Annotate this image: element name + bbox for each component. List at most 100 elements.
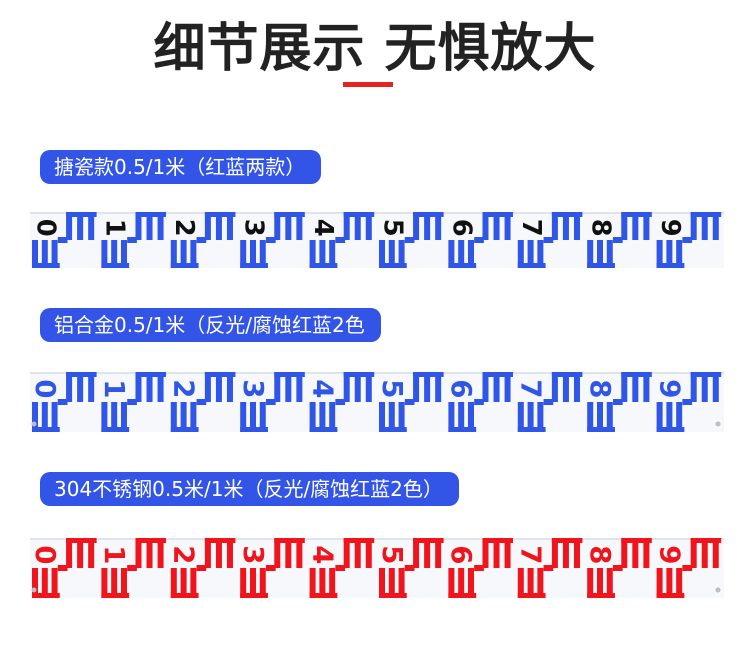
e-mark-tooth — [413, 212, 420, 240]
e-mark-tooth — [285, 212, 292, 240]
ruler-segment-6: 6 — [445, 538, 514, 598]
e-mark-tooth — [365, 212, 372, 240]
e-mark-tooth — [573, 538, 580, 568]
e-mark-tooth — [170, 240, 177, 268]
e-mark-tooth — [467, 402, 474, 432]
e-mark-link — [335, 565, 346, 571]
e-mark-tooth — [249, 240, 256, 268]
e-mark-tooth — [621, 372, 628, 402]
e-mark-tooth — [587, 402, 594, 432]
e-mark-link — [474, 565, 484, 571]
e-mark-tooth — [656, 568, 663, 598]
e-mark-tooth — [527, 240, 534, 268]
e-mark-tooth — [458, 240, 465, 268]
e-mark-tooth — [666, 240, 673, 268]
ruler-numeral: 0 — [30, 545, 62, 564]
e-mark-tooth — [329, 402, 336, 432]
e-mark-tooth — [170, 568, 177, 598]
e-mark-tooth — [643, 212, 650, 240]
e-mark-tooth — [448, 402, 455, 432]
e-mark-tooth — [66, 538, 73, 568]
e-mark-link — [682, 237, 693, 243]
ruler-numeral: 1 — [100, 219, 130, 237]
e-mark-tooth — [285, 372, 292, 402]
e-mark-tooth — [32, 568, 38, 598]
rivet-hole — [715, 421, 721, 427]
e-mark-link — [196, 237, 207, 243]
ruler-numeral: 5 — [376, 379, 409, 398]
e-mark-tooth — [458, 402, 465, 432]
ruler-segment-0: 0 — [30, 538, 97, 598]
e-mark-tooth — [712, 212, 719, 240]
e-mark-link — [404, 565, 415, 571]
e-mark-tooth — [482, 538, 489, 568]
e-mark-tooth — [101, 240, 108, 268]
ruler-label-steel: 304不锈钢0.5米/1米（反光/腐蚀红蓝2色） — [40, 472, 459, 506]
ruler-segment-7: 7 — [516, 212, 583, 268]
e-mark-tooth — [527, 402, 534, 432]
e-mark-link — [57, 565, 68, 571]
ruler-segment-2: 2 — [168, 372, 236, 432]
e-mark-tooth — [493, 538, 500, 568]
e-mark-tooth — [259, 402, 266, 432]
e-mark-tooth — [712, 372, 719, 402]
ruler-segment-0: 0 — [30, 212, 97, 268]
e-mark-tooth — [379, 568, 385, 598]
e-mark-tooth — [101, 568, 108, 598]
e-mark-tooth — [274, 212, 281, 240]
e-mark-link — [612, 565, 623, 571]
ruler-segment-6: 6 — [447, 212, 514, 268]
e-mark-tooth — [562, 372, 569, 402]
e-mark-tooth — [77, 372, 84, 402]
ruler-numeral: 2 — [168, 545, 201, 564]
e-mark-tooth — [111, 568, 118, 598]
ruler-numeral: 6 — [445, 545, 478, 564]
ruler-numeral: 8 — [585, 219, 615, 237]
e-mark-tooth — [448, 240, 455, 268]
ruler-numeral: 5 — [376, 545, 409, 564]
e-mark-tooth — [240, 568, 247, 598]
e-mark-tooth — [701, 372, 708, 402]
e-mark-tooth — [643, 372, 650, 402]
e-mark-tooth — [701, 212, 708, 240]
e-mark-tooth — [249, 402, 256, 432]
ruler-segment-7: 7 — [515, 372, 583, 432]
e-mark-tooth — [656, 240, 663, 268]
e-mark-tooth — [388, 240, 395, 268]
e-mark-tooth — [701, 538, 708, 568]
e-mark-tooth — [329, 240, 336, 268]
ruler-numeral: 9 — [655, 219, 685, 237]
e-mark-tooth — [180, 402, 187, 432]
e-mark-link — [543, 399, 554, 405]
ruler-segment-3: 3 — [238, 212, 305, 268]
ruler-segment-8: 8 — [584, 372, 652, 432]
e-mark-tooth — [562, 538, 569, 568]
ruler-numeral: 4 — [306, 545, 339, 564]
e-mark-tooth — [190, 402, 197, 432]
e-mark-tooth — [204, 372, 211, 402]
e-mark-tooth — [435, 372, 442, 402]
e-mark-tooth — [120, 402, 127, 432]
e-mark-link — [196, 565, 207, 571]
e-mark-tooth — [41, 240, 48, 268]
e-mark-tooth — [527, 568, 534, 598]
e-mark-tooth — [587, 568, 594, 598]
e-mark-tooth — [41, 568, 48, 598]
ruler-numeral: 9 — [653, 545, 686, 564]
ruler-segment-5: 5 — [377, 212, 444, 268]
e-mark-tooth — [482, 212, 489, 240]
e-mark-tooth — [343, 538, 350, 568]
e-mark-tooth — [157, 372, 164, 402]
e-mark-tooth — [215, 538, 222, 568]
ruler-numeral: 6 — [445, 379, 478, 398]
e-mark-link — [127, 399, 137, 405]
e-mark-tooth — [458, 568, 465, 598]
e-mark-tooth — [226, 372, 233, 402]
rivet-hole — [31, 587, 37, 593]
e-mark-tooth — [215, 372, 222, 402]
e-mark-tooth — [51, 240, 58, 268]
e-mark-tooth — [621, 212, 628, 240]
e-mark-tooth — [329, 568, 336, 598]
e-mark-tooth — [157, 212, 164, 240]
